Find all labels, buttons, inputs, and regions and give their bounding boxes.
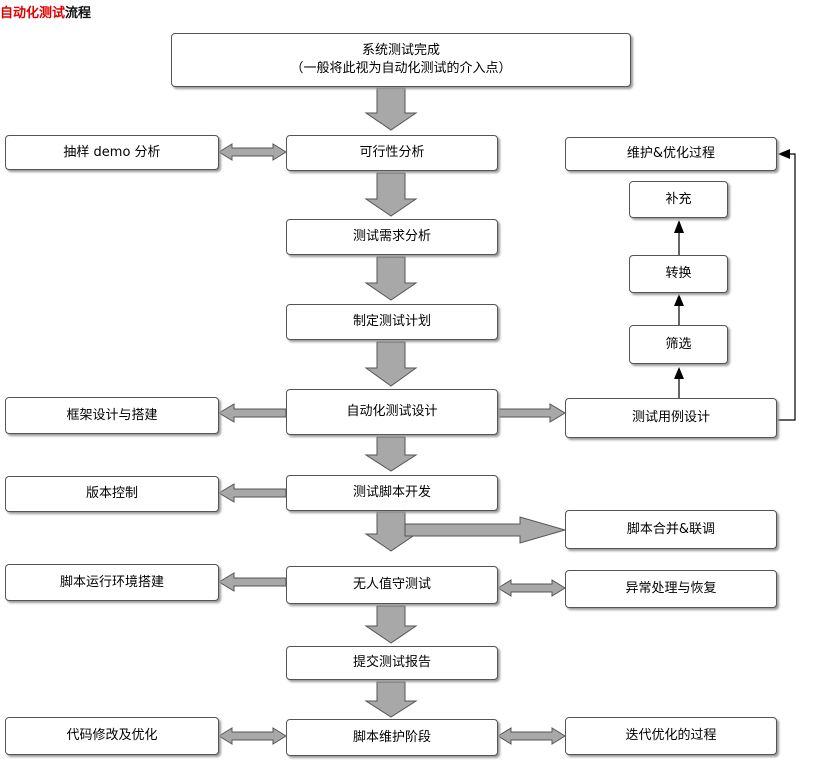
title-part-red: 自动化测试 [0,6,66,21]
arrow-double-exception [497,579,566,597]
node-design: 自动化测试设计 [286,389,498,435]
node-version-control: 版本控制 [5,476,219,512]
arrow-down-2 [364,172,418,217]
node-env-setup: 脚本运行环境搭建 [5,564,219,601]
arrow-down-4 [364,341,418,387]
node-script-maint: 脚本维护阶段 [286,719,498,756]
node-requirements: 测试需求分析 [286,219,498,255]
node-exception: 异常处理与恢复 [565,570,777,608]
arrow-right-merge [404,516,567,544]
node-system-test-done: 系统测试完成 （一般将此视为自动化测试的介入点） [171,33,631,87]
arrow-left-env [218,572,287,592]
node-report: 提交测试报告 [286,646,498,680]
arrow-left-version [218,483,287,503]
arrow-down-3 [364,256,418,301]
feedback-line [777,153,796,421]
arrowhead-convert [674,294,684,306]
node-convert: 转换 [629,255,728,293]
diagram-title: 自动化测试流程 [0,2,91,21]
arrowhead-filter [674,367,684,379]
arrow-down-5 [364,436,418,472]
node-case-design: 测试用例设计 [565,398,777,438]
title-part-dark: 流程 [65,6,92,21]
arrow-left-framework [218,403,287,423]
arrow-double-iteration [497,727,566,745]
node-iteration: 迭代优化的过程 [565,717,777,755]
node-merge-debug: 脚本合并&联调 [565,510,777,549]
arrow-down-1 [364,87,418,131]
arrow-double-codefix [218,727,287,745]
node-plan: 制定测试计划 [286,304,498,340]
node-framework: 框架设计与搭建 [5,397,219,434]
node-code-fix: 代码修改及优化 [5,717,219,755]
node-system-test-done-line2: （一般将此视为自动化测试的介入点） [290,61,512,76]
arrow-down-6 [364,511,418,552]
arrow-double-demo [218,143,287,161]
arrowhead-maintain [778,149,790,159]
node-unattended: 无人值守测试 [286,566,498,604]
node-feasibility: 可行性分析 [286,135,498,171]
arrowhead-supplement [674,220,684,233]
node-maintain-optimize: 维护&优化过程 [565,137,777,171]
node-filter: 筛选 [629,325,728,364]
arrow-down-8 [364,681,418,718]
node-system-test-done-line1: 系统测试完成 [361,43,440,58]
node-supplement: 补充 [629,181,728,218]
node-script-dev: 测试脚本开发 [286,475,498,511]
node-sample-demo: 抽样 demo 分析 [5,135,219,170]
arrow-down-7 [364,605,418,644]
arrow-right-case [497,403,566,423]
